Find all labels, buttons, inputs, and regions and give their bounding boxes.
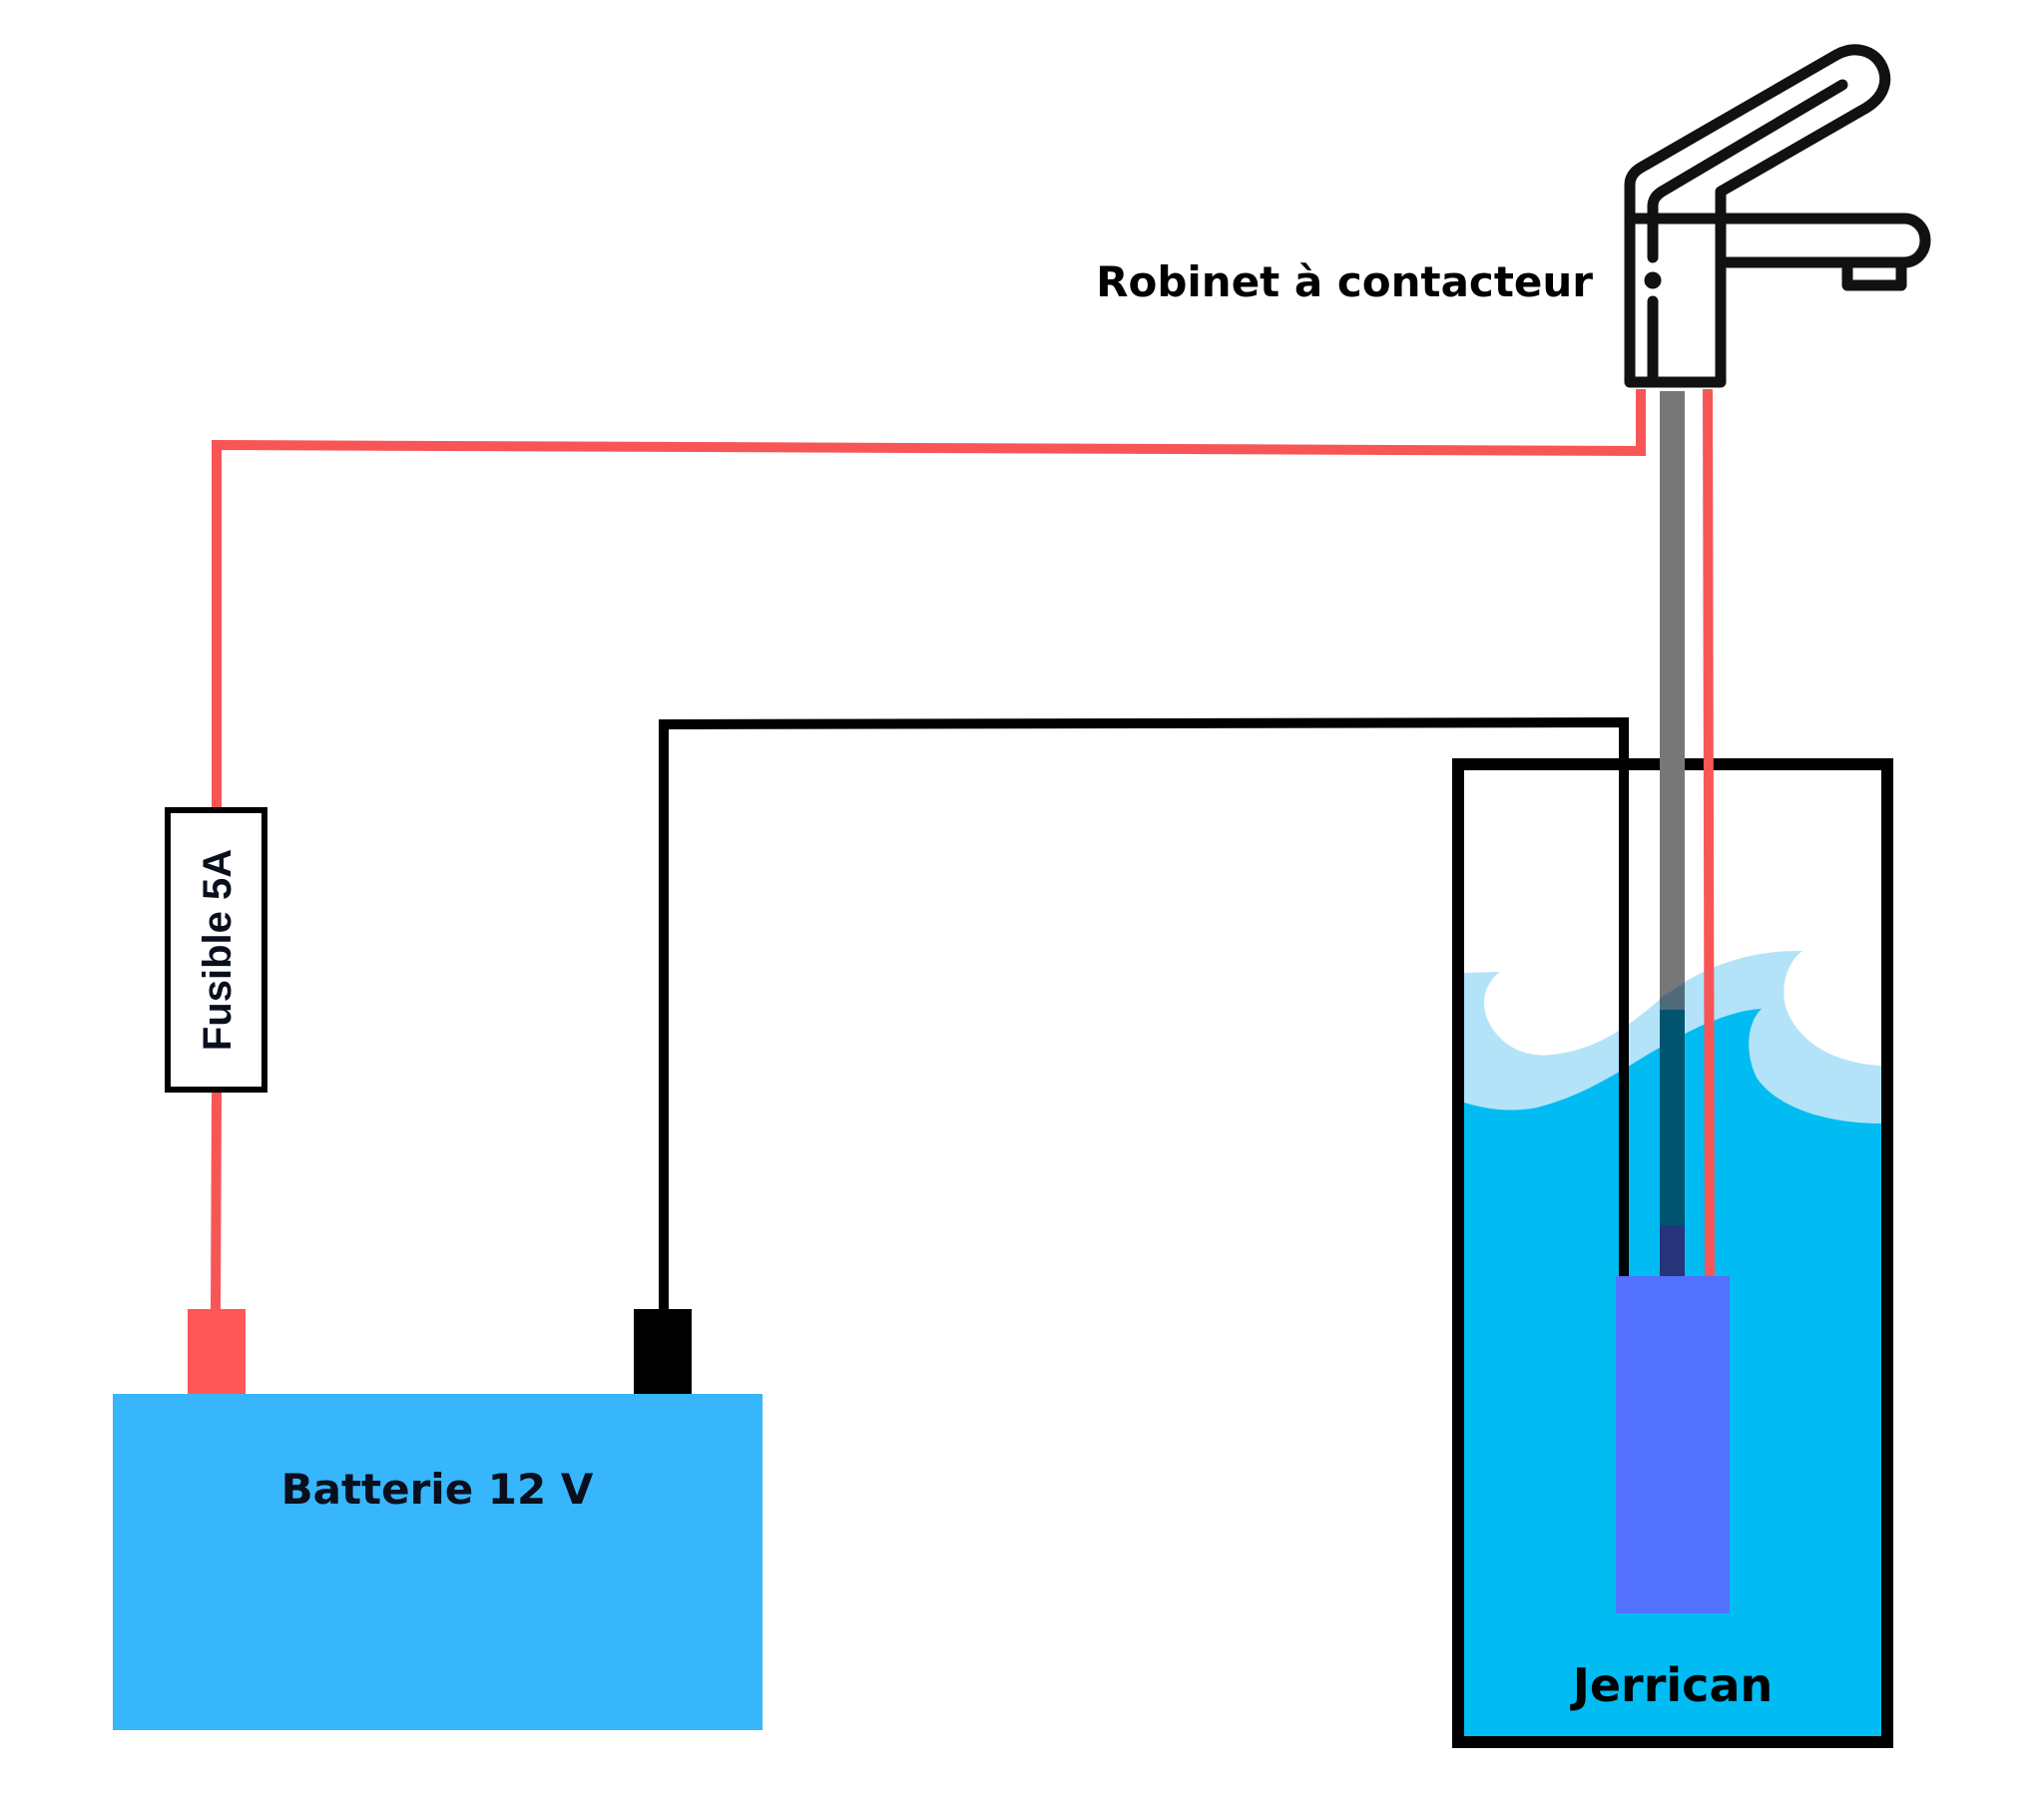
fuse-body	[165, 807, 267, 1093]
faucet-body-outline	[1624, 44, 1891, 388]
negative-wire	[659, 716, 1629, 1309]
battery-negative-terminal	[634, 1309, 692, 1395]
positive-wire-fuse-to-faucet	[212, 389, 1646, 807]
water-pipe-above	[1660, 391, 1685, 1010]
faucet-indicator-dot	[1644, 271, 1662, 289]
positive-wire-battery-to-fuse	[211, 1092, 222, 1310]
pump	[1616, 1276, 1730, 1613]
pump-outlet	[1660, 1225, 1685, 1276]
faucet-handle-inner	[1647, 79, 1848, 263]
faucet-spout	[1624, 213, 1931, 268]
water-pipe-foam-overlap	[1660, 983, 1685, 1010]
battery-label: Batterie 12 V	[281, 1465, 594, 1514]
faucet-icon	[1624, 44, 1931, 388]
water-pipe-submerged	[1660, 1010, 1685, 1225]
battery: Batterie 12 V	[113, 1309, 763, 1730]
battery-body	[113, 1394, 763, 1730]
faucet-label: Robinet à contacteur	[1096, 257, 1593, 306]
battery-positive-terminal	[188, 1309, 246, 1395]
fuse-label: Fusible 5A	[196, 849, 240, 1051]
faucet-aerator	[1841, 256, 1907, 291]
water-pipe	[1660, 391, 1685, 1276]
positive-wire-faucet-to-pump	[1703, 388, 1715, 1277]
jerrican-label: Jerrican	[1570, 1658, 1774, 1712]
fuse: Fusible 5A	[165, 807, 267, 1093]
